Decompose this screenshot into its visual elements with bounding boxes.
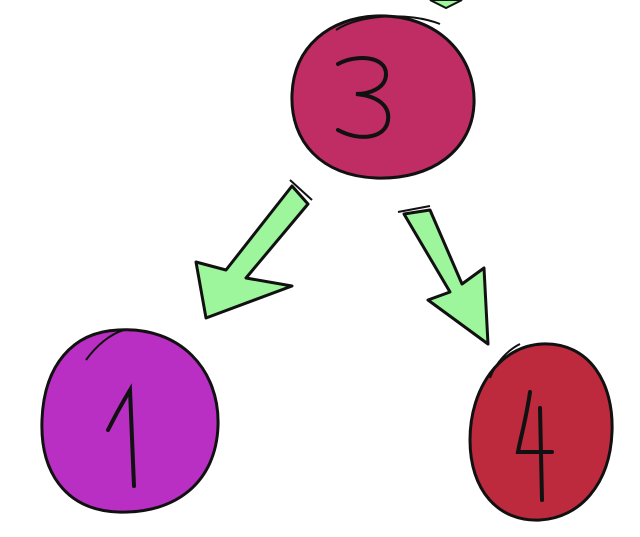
node-left: 1 xyxy=(40,328,220,514)
node-right: 4 xyxy=(468,342,614,522)
node-root-circle xyxy=(290,14,476,180)
arrow-root-to-left xyxy=(194,184,310,320)
node-right-digit-4 xyxy=(515,390,554,502)
edge-root-to-right xyxy=(397,205,490,346)
incoming-arrow-fragment xyxy=(429,0,463,10)
edge-root-to-left xyxy=(194,179,313,320)
node-root-digit-3 xyxy=(336,56,391,139)
node-left-digit-1 xyxy=(106,383,136,488)
node-root: 3 xyxy=(290,14,476,180)
arrow-root-to-right xyxy=(402,208,490,346)
